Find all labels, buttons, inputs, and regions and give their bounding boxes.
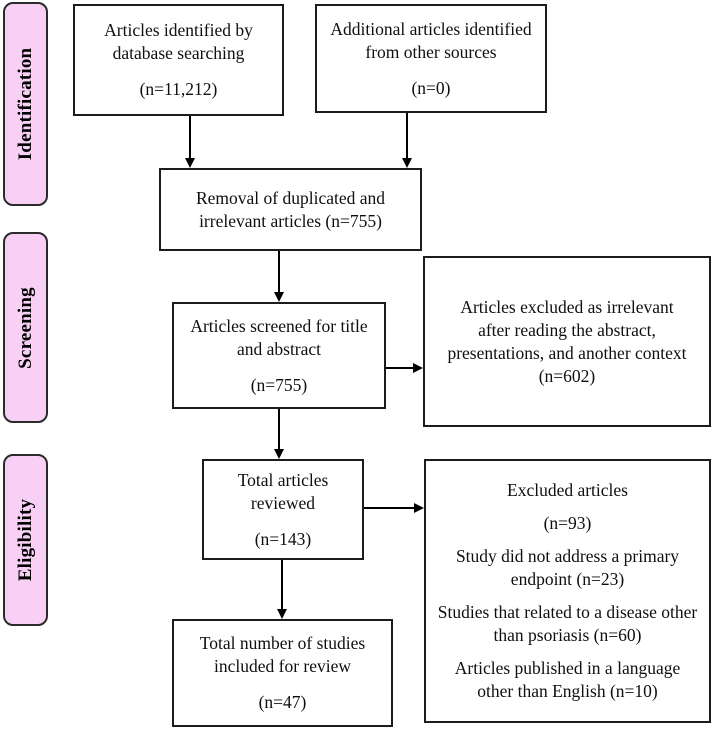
box-text-line: Studies that related to a disease other xyxy=(437,602,698,622)
arrow-reviewed-to-included xyxy=(277,560,287,619)
box-text-line: and abstract xyxy=(236,338,322,359)
box-text-line: Articles excluded as irrelevant xyxy=(460,296,674,317)
box-text-line: other than English (n=10) xyxy=(477,681,658,701)
arrow-screening-to-reviewed xyxy=(274,409,284,459)
box-count: (n=93) xyxy=(543,513,592,533)
box-included-studies: Total number of studies included for rev… xyxy=(172,619,393,727)
box-excluded-articles: Excluded articles (n=93) Study did not a… xyxy=(424,459,711,723)
arrow-reviewed-to-excluded xyxy=(364,503,424,513)
exclusion-reason: Study did not address a primary endpoint… xyxy=(456,545,679,591)
box-text-line: Articles identified by xyxy=(104,20,253,40)
arrow-other-sources-to-removal xyxy=(402,113,412,168)
stage-screening-label: Screening xyxy=(14,286,36,369)
box-title-abstract-screening: Articles screened for title and abstract… xyxy=(172,302,386,409)
box-text-line: Articles screened for title xyxy=(190,315,368,336)
stage-screening: Screening xyxy=(3,232,48,423)
box-text-line: presentations, and another context xyxy=(447,342,687,363)
box-database-search: Articles identified by database searchin… xyxy=(73,4,284,116)
box-excluded-after-abstract: Articles excluded as irrelevant after re… xyxy=(423,256,711,427)
exclusion-reason: Articles published in a language other t… xyxy=(455,657,681,703)
arrow-database-to-removal xyxy=(185,116,195,168)
box-duplicate-removal: Removal of duplicated and irrelevant art… xyxy=(159,168,422,251)
box-count: (n=602) xyxy=(538,365,596,386)
box-text-line: from other sources xyxy=(365,41,497,62)
box-count: (n=755) xyxy=(250,374,308,395)
stage-identification-label: Identification xyxy=(14,47,36,161)
arrow-screening-to-excluded xyxy=(386,363,423,373)
box-count: (n=11,212) xyxy=(139,79,218,99)
box-title: Excluded articles xyxy=(507,480,628,500)
box-text-line: database searching xyxy=(112,43,245,63)
box-text-line: Additional articles identified xyxy=(330,18,532,39)
box-text-line: Total articles xyxy=(237,469,329,490)
box-text-line: included for review xyxy=(213,656,352,676)
box-count: (n=47) xyxy=(258,692,307,712)
box-text-line: Removal of duplicated and xyxy=(195,187,386,208)
box-text-line: endpoint (n=23) xyxy=(510,569,625,589)
stage-identification: Identification xyxy=(3,2,48,206)
arrow-removal-to-screening xyxy=(274,251,284,302)
exclusion-reason: Studies that related to a disease other … xyxy=(438,601,698,647)
box-total-reviewed: Total articles reviewed (n=143) xyxy=(202,459,364,560)
box-other-sources: Additional articles identified from othe… xyxy=(315,4,547,113)
box-count: (n=0) xyxy=(411,77,451,98)
box-text-line: reviewed xyxy=(250,492,316,513)
box-count: (n=143) xyxy=(254,528,312,549)
stage-eligibility: Eligibility xyxy=(3,454,48,626)
box-text-line: than psoriasis (n=60) xyxy=(493,625,642,645)
box-text-line: after reading the abstract, xyxy=(478,319,656,340)
box-text-line: irrelevant articles (n=755) xyxy=(199,210,382,231)
box-text-line: Study did not address a primary xyxy=(455,546,680,566)
stage-eligibility-label: Eligibility xyxy=(14,498,36,582)
box-text-line: Articles published in a language xyxy=(454,658,681,678)
box-text-line: Total number of studies xyxy=(199,633,366,653)
